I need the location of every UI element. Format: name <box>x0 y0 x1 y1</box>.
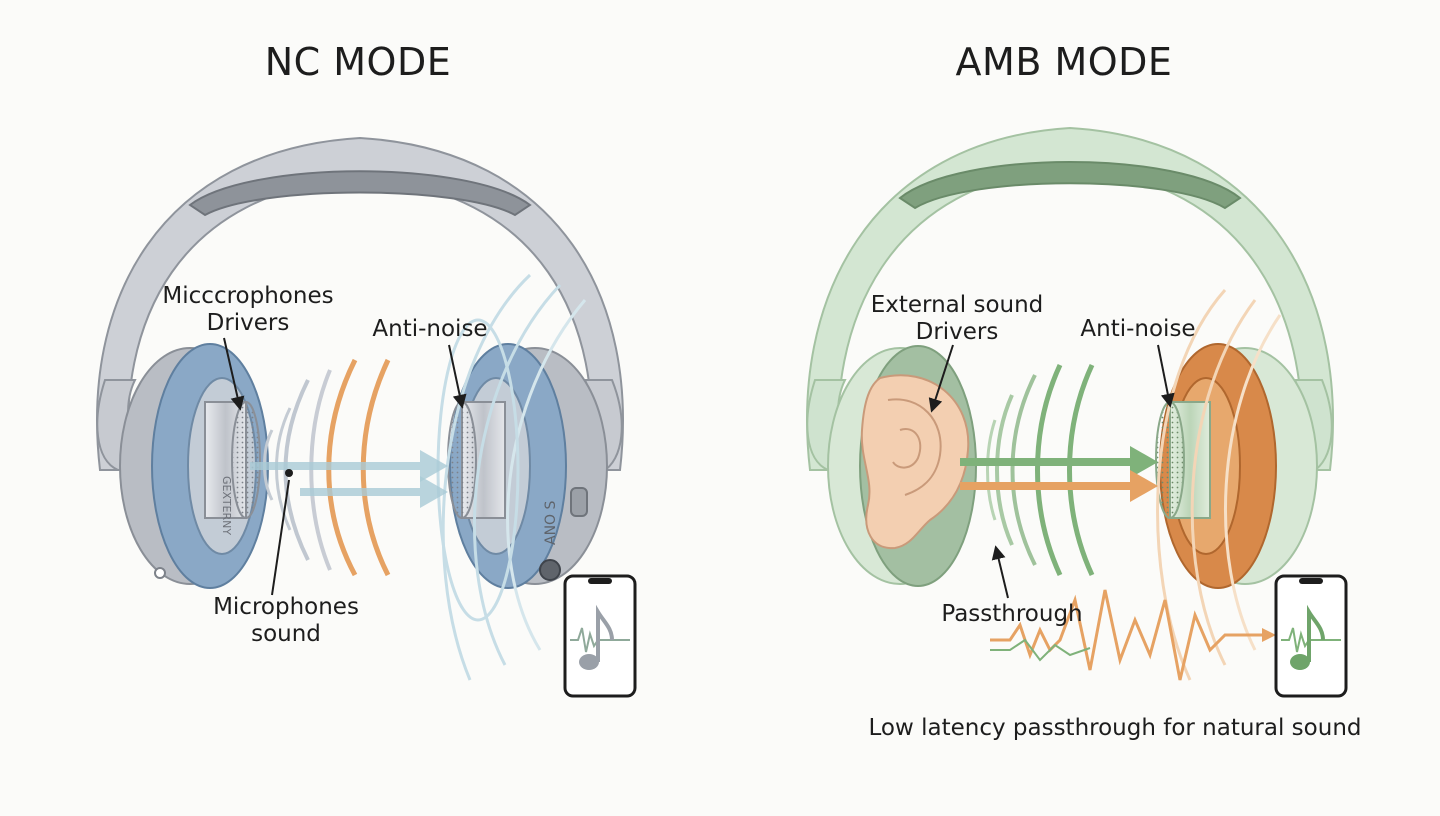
amb-passthrough-waveform <box>990 589 1262 681</box>
amb-mode-title: AMB MODE <box>955 40 1173 84</box>
amb-label-antinoise: Anti-noise <box>1080 316 1196 342</box>
nc-switch <box>570 487 588 517</box>
nc-mic-dot <box>285 469 293 477</box>
nc-drivers-pointer <box>223 337 245 411</box>
nc-jack-icon <box>539 559 561 581</box>
nc-arrows <box>250 450 448 508</box>
amb-label-drivers: Drivers <box>915 319 999 345</box>
nc-mode-title: NC MODE <box>264 40 452 84</box>
amb-caption: Low latency passthrough for natural soun… <box>868 715 1362 741</box>
nc-label-mic-sound-1: Microphones <box>213 594 359 620</box>
nc-label-antinoise: Anti-noise <box>372 316 488 342</box>
amb-drivers-pointer <box>928 344 954 413</box>
nc-label-microphones: Micccrophones <box>162 283 334 309</box>
nc-headband-cushion <box>188 170 532 217</box>
amb-label-external-sound: External sound <box>870 292 1044 318</box>
nc-port-icon <box>154 567 166 579</box>
amb-antinoise-pointer <box>1157 344 1175 408</box>
amb-headband <box>806 126 1334 471</box>
nc-mic-sound-pointer <box>271 479 290 596</box>
nc-label-mic-sound-2: sound <box>251 621 321 647</box>
nc-side-text: ANO S <box>543 500 559 545</box>
nc-antinoise-pointer <box>448 344 467 409</box>
amb-headphones <box>806 126 1334 589</box>
amb-phone-icon <box>1274 574 1348 698</box>
nc-headband <box>96 136 624 471</box>
amb-arrows <box>960 446 1158 502</box>
amb-headband-cushion <box>898 161 1242 210</box>
nc-phone-icon <box>563 574 637 698</box>
amb-label-passthrough: Passthrough <box>941 601 1083 627</box>
nc-label-drivers: Drivers <box>206 310 290 336</box>
amb-passthrough-pointer <box>991 545 1009 599</box>
nc-headphones: GEXTERNY ANO S <box>96 136 624 589</box>
nc-cup-text: GEXTERNY <box>220 476 233 535</box>
amb-sound-waves <box>986 289 1282 681</box>
